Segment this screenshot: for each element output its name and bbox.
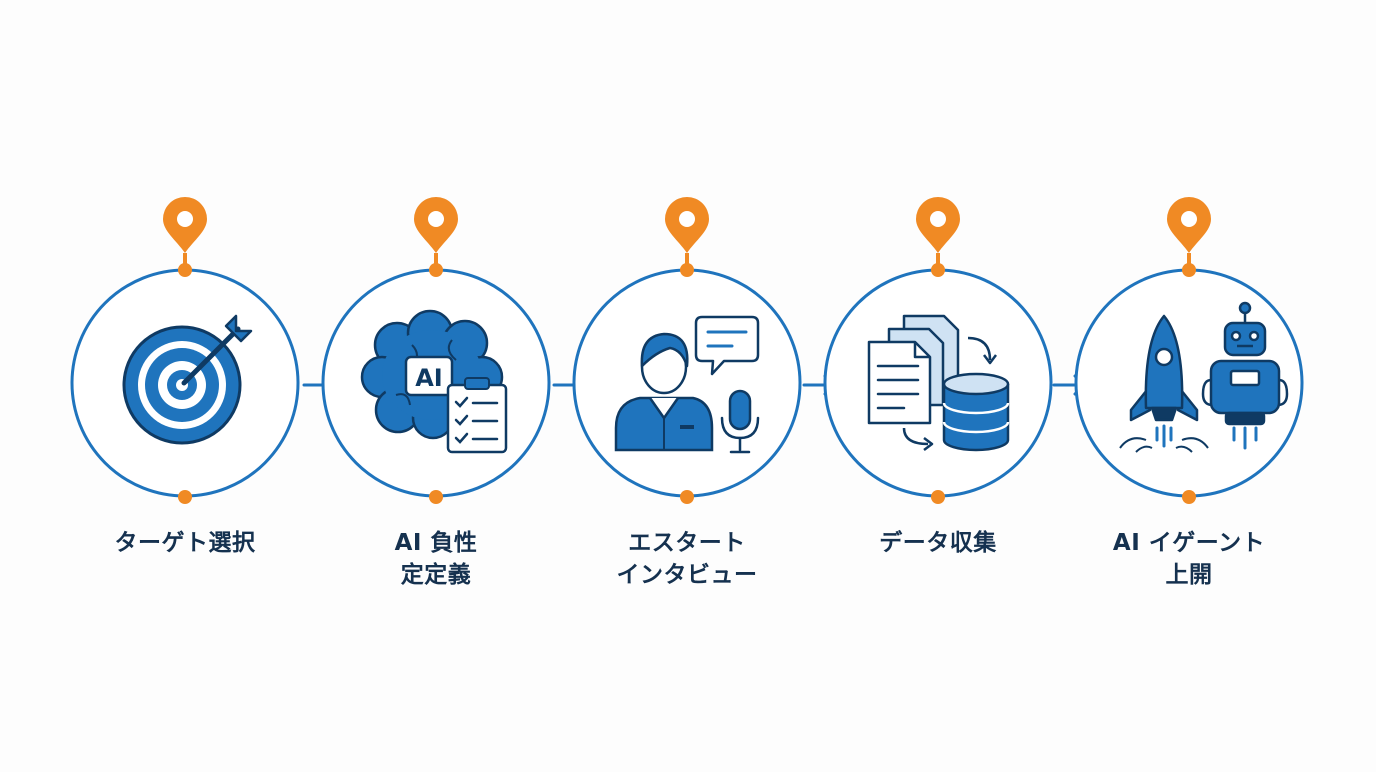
step-circle (572, 268, 802, 498)
step-label-line: AI 負性 (394, 530, 478, 556)
bottom-dot (429, 490, 443, 504)
step-4 (823, 197, 1053, 504)
bottom-dot (1182, 490, 1196, 504)
step-label-line: エスタート (628, 530, 746, 556)
step-label-line: インタビュー (616, 562, 758, 588)
step-label-line: ターゲト選択 (114, 530, 256, 556)
step-label-line: 定定義 (400, 562, 472, 588)
bottom-dot (931, 490, 945, 504)
top-dot (429, 263, 443, 277)
step-label-line: データ収集 (879, 530, 997, 556)
rocket-robot-icon (1119, 301, 1289, 453)
bottom-dot (680, 490, 694, 504)
step-1 (70, 197, 300, 504)
documents-icon (867, 314, 960, 425)
map-pin-icon (1167, 197, 1211, 268)
documents-database-icon (867, 314, 1010, 452)
microphone-icon (720, 389, 760, 454)
map-pin-icon (916, 197, 960, 268)
brain-icon (360, 309, 504, 440)
checklist-icon (446, 377, 508, 454)
step-5 (1074, 197, 1304, 504)
step-2: AI (321, 197, 551, 504)
interview-person-icon (614, 315, 760, 454)
top-dot (1182, 263, 1196, 277)
database-icon (942, 372, 1010, 452)
top-dot (680, 263, 694, 277)
top-dot (931, 263, 945, 277)
map-pin-icon (414, 197, 458, 268)
bottom-dot (178, 490, 192, 504)
step-label-4: データ収集 (828, 527, 1048, 559)
map-pin-icon (665, 196, 709, 268)
step-label-5: AI イゲーント 上開 (1079, 527, 1299, 591)
step-label-1: ターゲト選択 (75, 527, 295, 559)
speech-bubble-icon (694, 315, 760, 376)
step-3 (572, 196, 802, 504)
target-icon (122, 314, 253, 445)
step-label-2: AI 負性 定定義 (326, 527, 546, 591)
step-label-3: エスタート インタビュー (577, 527, 797, 591)
svg-text:AI: AI (415, 364, 443, 392)
map-pin-icon (163, 197, 207, 268)
step-label-line: AI イゲーント (1112, 530, 1266, 556)
ai-brain-checklist-icon: AI (360, 309, 508, 454)
rocket-icon (1119, 314, 1209, 453)
top-dot (178, 263, 192, 277)
step-label-line: 上開 (1165, 562, 1213, 588)
robot-icon (1201, 301, 1289, 450)
